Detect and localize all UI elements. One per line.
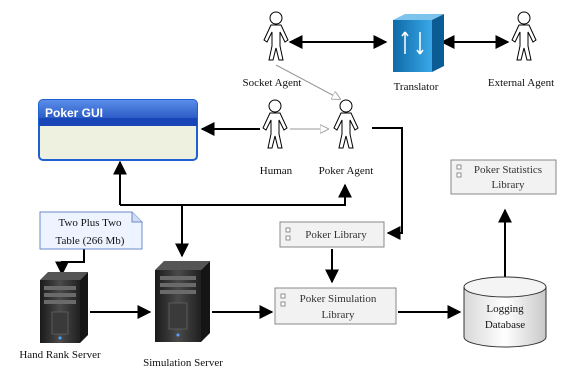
actor-icon — [333, 99, 359, 149]
connections — [55, 35, 512, 319]
server-icon — [155, 261, 210, 342]
human-node: Human — [260, 99, 293, 177]
socket-agent-node: Socket Agent — [243, 11, 302, 89]
logging-db-line1: Logging — [486, 303, 524, 315]
poker-statistics-line2: Library — [492, 179, 525, 191]
translator-label: Translator — [394, 81, 439, 93]
external-agent-label: External Agent — [488, 77, 554, 89]
poker-statistics-line1: Poker Statistics — [474, 164, 542, 176]
socket-agent-label: Socket Agent — [243, 77, 302, 89]
edge-pokeragent-pokerlibrary — [372, 127, 403, 240]
actor-icon — [511, 11, 537, 61]
hand-rank-server-label: Hand Rank Server — [19, 349, 101, 361]
server-icon — [40, 272, 88, 343]
translator-icon — [393, 14, 444, 72]
poker-agent-node: Poker Agent — [319, 99, 374, 177]
poker-statistics-node: Poker Statistics Library — [450, 159, 557, 195]
edge-bus-pokeragent — [120, 183, 352, 206]
logging-database-node: Logging Database — [463, 276, 547, 348]
poker-simulation-line2: Library — [322, 309, 355, 321]
poker-gui-title: Poker GUI — [45, 106, 103, 120]
poker-simulation-node: Poker Simulation Library — [274, 287, 397, 325]
note-icon — [39, 211, 143, 250]
poker-library-node: Poker Library — [279, 221, 385, 248]
poker-library-label: Poker Library — [305, 229, 367, 241]
poker-simulation-line1: Poker Simulation — [300, 293, 377, 305]
poker-agent-label: Poker Agent — [319, 165, 374, 177]
external-agent-node: External Agent — [488, 11, 554, 89]
poker-gui-node: Poker GUI — [38, 99, 198, 161]
human-label: Human — [260, 165, 293, 177]
two-plus-two-line1: Two Plus Two — [58, 217, 122, 229]
edge-note-handrank — [55, 248, 85, 276]
database-icon — [463, 276, 547, 348]
actor-icon — [263, 11, 289, 61]
simulation-server-label: Simulation Server — [143, 357, 223, 369]
logging-db-line2: Database — [485, 319, 525, 331]
translator-node: Translator — [393, 14, 444, 93]
edge-socket-pokeragent — [275, 64, 340, 99]
two-plus-two-note: Two Plus Two Table (266 Mb) — [39, 211, 143, 250]
simulation-server-node: Simulation Server — [143, 261, 223, 369]
actor-icon — [262, 99, 288, 149]
two-plus-two-line2: Table (266 Mb) — [56, 235, 125, 247]
hand-rank-server-node: Hand Rank Server — [19, 272, 101, 361]
